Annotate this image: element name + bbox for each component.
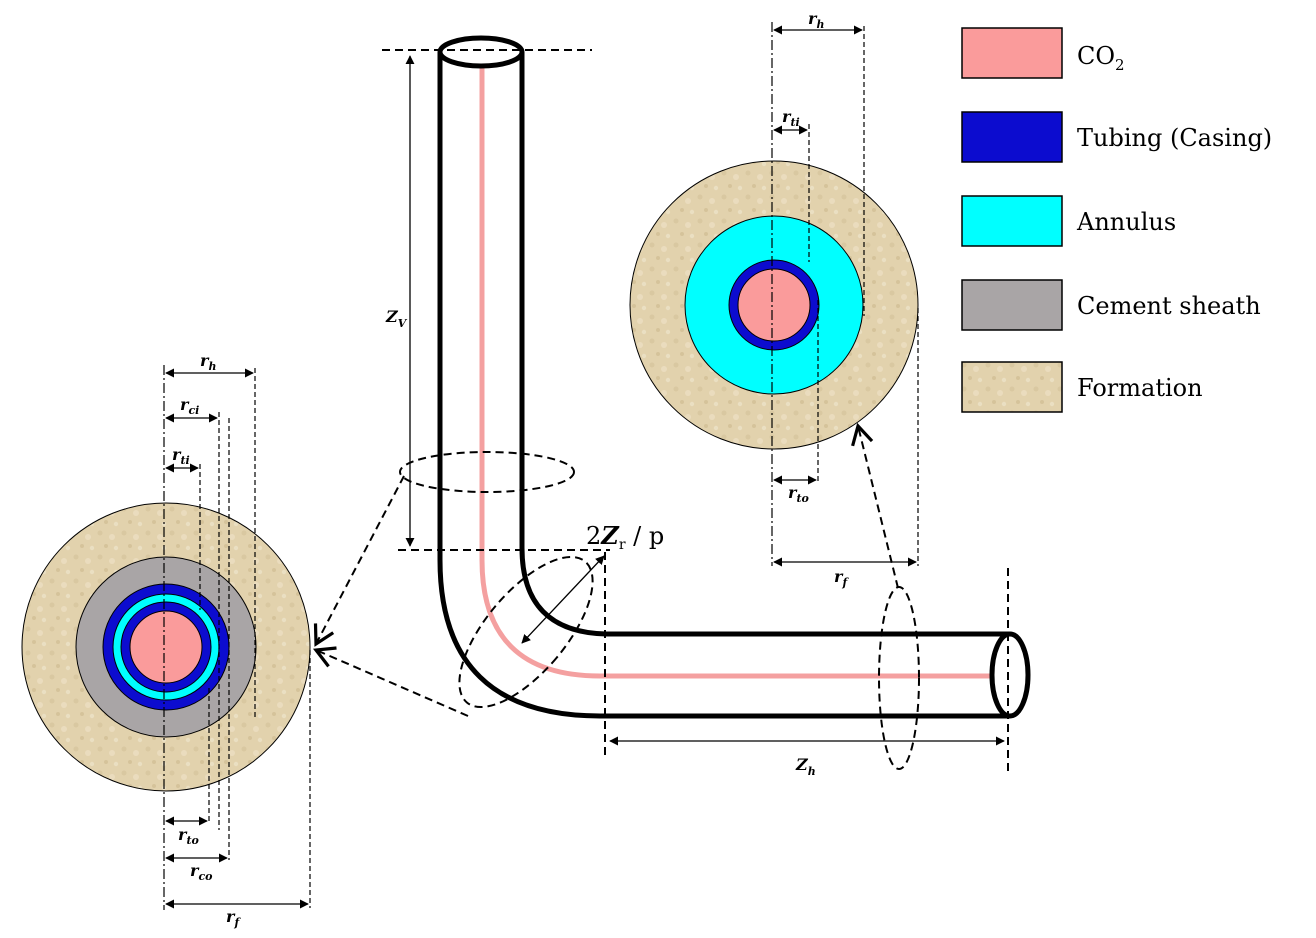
co2-flow-line bbox=[479, 52, 1008, 679]
annulus-swatch bbox=[961, 195, 1063, 247]
pipe-top-opening bbox=[437, 35, 525, 69]
right-label-rh: rh bbox=[808, 9, 824, 31]
legend-item-tubing: Tubing (Casing) bbox=[961, 111, 1272, 163]
bend-label: 2Zr / p bbox=[586, 521, 664, 553]
legend-label-cement: Cement sheath bbox=[1077, 292, 1261, 320]
right-cross-section: rh rti rto rf bbox=[629, 9, 919, 589]
left-co2-core bbox=[129, 610, 203, 684]
bend-radius-arrow bbox=[521, 555, 605, 644]
legend-label-tubing: Tubing (Casing) bbox=[1077, 124, 1272, 152]
legend-item-formation: Formation bbox=[961, 361, 1203, 413]
legend-item-co2: CO2 bbox=[961, 27, 1125, 79]
cement-swatch bbox=[961, 279, 1063, 331]
left-label-rco: rco bbox=[190, 861, 212, 883]
pipe-outer-wall bbox=[437, 52, 1010, 719]
legend-item-annulus: Annulus bbox=[961, 195, 1176, 247]
pipe-dimensions: ZV 2Zr / p Zh bbox=[382, 49, 1009, 778]
left-label-rf: rf bbox=[226, 907, 241, 929]
right-label-rto: rto bbox=[788, 483, 809, 505]
legend: CO2 Tubing (Casing) Annulus Cement sheat… bbox=[961, 27, 1272, 413]
callout-bend-to-left bbox=[312, 646, 469, 717]
left-label-rci: rci bbox=[180, 395, 199, 417]
zh-label: Zh bbox=[795, 755, 816, 778]
legend-label-co2: CO2 bbox=[1077, 42, 1125, 74]
zv-label: ZV bbox=[385, 307, 408, 330]
vertical-section-ring bbox=[399, 451, 575, 493]
left-cross-section: rh rci rti rto rco rf bbox=[21, 351, 311, 929]
pipe-end-opening bbox=[989, 631, 1031, 719]
callout-vertical-to-left bbox=[313, 475, 405, 647]
right-label-rf: rf bbox=[834, 567, 849, 589]
horizontal-section-ring bbox=[878, 586, 920, 770]
right-label-rti: rti bbox=[782, 107, 800, 129]
legend-item-cement: Cement sheath bbox=[961, 279, 1261, 331]
left-label-rh: rh bbox=[200, 351, 216, 373]
callout-horizontal-to-right bbox=[851, 422, 899, 589]
bend-section-ring bbox=[458, 555, 594, 709]
left-label-rto: rto bbox=[178, 825, 199, 847]
tubing-swatch bbox=[961, 111, 1063, 163]
co2-swatch bbox=[961, 27, 1063, 79]
left-label-rti: rti bbox=[172, 445, 190, 467]
legend-label-formation: Formation bbox=[1077, 374, 1203, 402]
formation-swatch bbox=[961, 361, 1063, 413]
legend-label-annulus: Annulus bbox=[1076, 208, 1176, 236]
right-co2-core bbox=[737, 268, 811, 342]
